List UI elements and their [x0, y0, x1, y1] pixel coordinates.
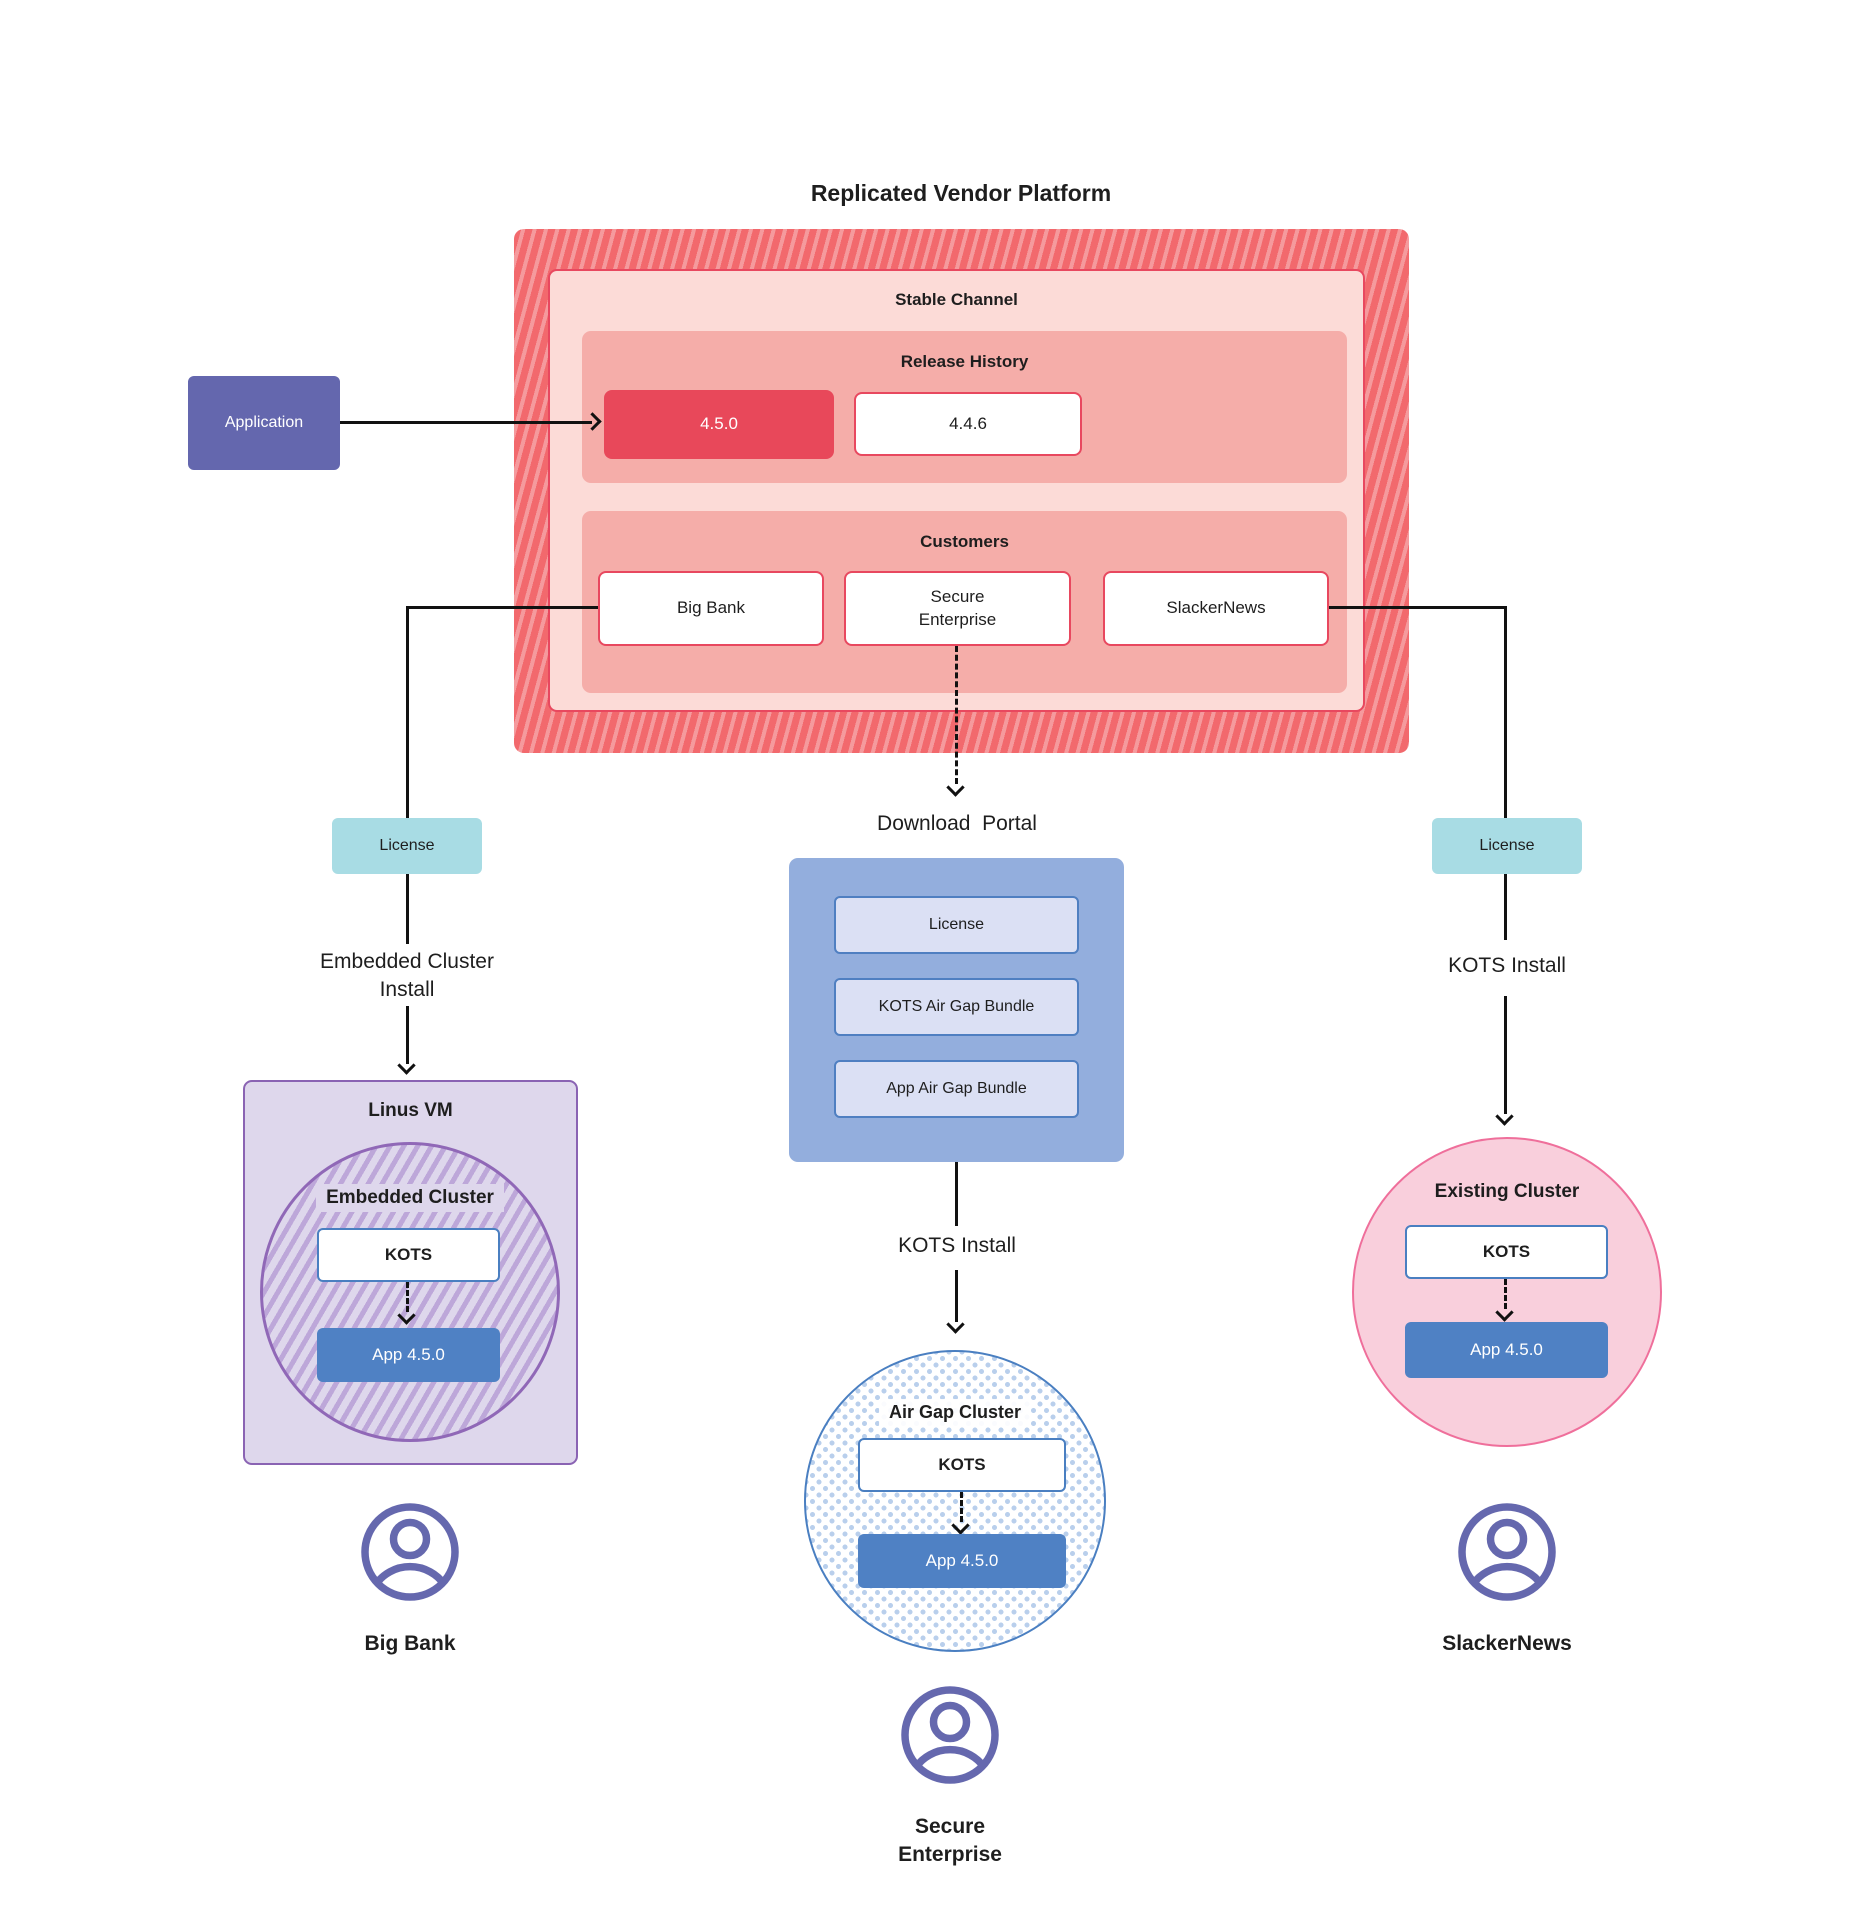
line-bigbank-horizontal [408, 606, 598, 609]
app-label: App 4.5.0 [925, 1551, 999, 1570]
customer-big-bank: Big Bank [598, 571, 824, 646]
portal-item-label: License [928, 916, 985, 933]
release-version: 4.5.0 [700, 414, 738, 434]
customers-label: Customers [920, 532, 1009, 551]
slackernews-name: SlackerNews [1442, 1632, 1572, 1656]
license-label: License [379, 837, 435, 854]
existing-cluster-circle [1352, 1137, 1662, 1447]
dashed-line-kots-middle [960, 1492, 963, 1522]
customer-name: Big Bank [676, 598, 746, 618]
line-portal-down [955, 1162, 958, 1226]
dashed-line-kots-left [406, 1282, 409, 1312]
license-box-left: License [332, 818, 482, 874]
arrow-install-middle-line [955, 1270, 958, 1322]
release-version: 4.4.6 [949, 413, 987, 433]
application-label: Application [224, 414, 304, 431]
kots-label: KOTS [938, 1455, 986, 1474]
embedded-cluster-install-label: Embedded Cluster Install [320, 950, 494, 1001]
kots-box-middle: KOTS [858, 1438, 1066, 1492]
kots-box-right: KOTS [1405, 1225, 1608, 1279]
big-bank-name: Big Bank [364, 1632, 456, 1656]
kots-label: KOTS [1482, 1242, 1531, 1261]
kots-label: KOTS [384, 1245, 433, 1264]
release-4-4-6: 4.4.6 [854, 392, 1082, 456]
portal-item-app-airgap-bundle: App Air Gap Bundle [834, 1060, 1079, 1118]
portal-item-label: KOTS Air Gap Bundle [878, 998, 1035, 1015]
dashed-line-kots-right [1504, 1279, 1507, 1309]
app-box-left: App 4.5.0 [317, 1328, 500, 1382]
app-box-right: App 4.5.0 [1405, 1322, 1608, 1378]
kots-install-label-right: KOTS Install [1448, 954, 1566, 978]
customer-name: SlackerNews [1166, 598, 1266, 618]
arrow-install-left-head [397, 1056, 416, 1075]
user-icon-secure-enterprise [901, 1686, 999, 1784]
user-icon-slackernews [1458, 1503, 1556, 1601]
line-license-left-down [406, 874, 409, 944]
embedded-cluster-label-wrap: Embedded Cluster [260, 1184, 560, 1212]
dashed-arrow-secure-to-portal-head [946, 778, 965, 797]
line-slackernews-vertical [1504, 606, 1507, 818]
portal-item-kots-airgap-bundle: KOTS Air Gap Bundle [834, 978, 1079, 1036]
line-bigbank-vertical [406, 606, 409, 818]
arrow-install-right-head [1495, 1107, 1514, 1126]
license-label: License [1479, 837, 1535, 854]
page-title: Replicated Vendor Platform [810, 179, 1112, 206]
release-history-label: Release History [900, 352, 1029, 371]
air-gap-cluster-circle [804, 1350, 1106, 1652]
customer-slackernews: SlackerNews [1103, 571, 1329, 646]
secure-enterprise-name: Secure Enterprise [898, 1815, 1002, 1866]
air-gap-cluster-label: Air Gap Cluster [878, 1398, 1032, 1426]
customer-secure-enterprise: Secure Enterprise [844, 571, 1071, 646]
portal-item-label: App Air Gap Bundle [886, 1080, 1027, 1097]
line-slackernews-horizontal [1329, 606, 1507, 609]
user-icon-big-bank [361, 1503, 459, 1601]
embedded-cluster-circle [260, 1142, 560, 1442]
existing-cluster-label: Existing Cluster [1434, 1181, 1580, 1202]
kots-install-label-middle: KOTS Install [898, 1234, 1016, 1258]
app-label: App 4.5.0 [1470, 1340, 1543, 1359]
arrow-install-left-line [406, 1006, 409, 1064]
line-license-right-down [1504, 874, 1507, 940]
release-4-5-0: 4.5.0 [604, 390, 834, 459]
portal-item-license: License [834, 896, 1079, 954]
linus-vm-label: Linus VM [368, 1100, 453, 1121]
application-box: Application [188, 376, 340, 470]
app-box-middle: App 4.5.0 [858, 1534, 1066, 1588]
air-gap-cluster-label-wrap: Air Gap Cluster [804, 1398, 1106, 1426]
stable-channel-label: Stable Channel [895, 290, 1018, 309]
embedded-cluster-label: Embedded Cluster [316, 1184, 504, 1212]
arrow-install-right-line [1504, 996, 1507, 1114]
kots-box-left: KOTS [317, 1228, 500, 1282]
arrow-install-middle-head [946, 1315, 965, 1334]
dashed-line-secure-to-portal [955, 646, 958, 784]
customer-name: Secure Enterprise [918, 587, 997, 629]
arrow-application-to-release-line [340, 421, 592, 424]
download-portal-title: Download Portal [877, 812, 1037, 836]
license-box-right: License [1432, 818, 1582, 874]
app-label: App 4.5.0 [372, 1345, 445, 1364]
